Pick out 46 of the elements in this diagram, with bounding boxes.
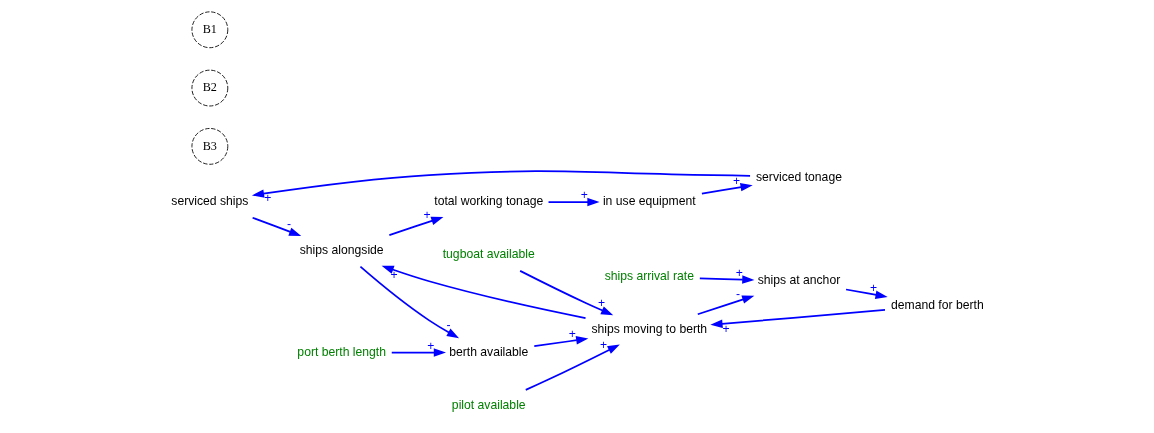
arrow (390, 348, 446, 357)
edge-label: + (722, 321, 730, 336)
node-text: serviced tonage (755, 169, 842, 184)
node-text: berth available (448, 344, 528, 359)
arrow (359, 265, 459, 339)
arrow (709, 309, 886, 329)
node-text: ships at anchor (757, 273, 840, 288)
node-text: tugboat available (442, 247, 535, 262)
arrow (524, 344, 620, 391)
arrow (518, 270, 613, 316)
node-text: ships arrival rate (604, 269, 694, 284)
label: B2 (202, 80, 217, 95)
arrow (696, 295, 754, 316)
edge-label: + (568, 327, 576, 342)
edge-label: + (389, 268, 398, 283)
edge-label: + (426, 338, 434, 353)
node-text: ships alongside (299, 243, 384, 257)
arrow (700, 182, 753, 195)
edge-label: + (599, 338, 607, 353)
arrow (251, 170, 751, 198)
edge-label: + (597, 295, 605, 310)
edge-label: + (423, 208, 431, 223)
arrow (698, 275, 754, 284)
edge-label: - (286, 217, 291, 232)
node-text: port berth length (296, 344, 386, 359)
edge-label: + (869, 280, 877, 295)
edge-label: - (446, 317, 451, 332)
node-text: in use equipment (602, 194, 696, 209)
arrow (547, 197, 600, 207)
node-text: pilot available (451, 397, 526, 412)
label: B1 (202, 21, 217, 36)
arrow (532, 336, 588, 348)
edge-label: + (735, 265, 743, 280)
node-text: serviced ships (170, 194, 248, 209)
edge-label: + (732, 174, 740, 189)
node-text: demand for berth (890, 297, 984, 312)
arrow (381, 265, 586, 319)
arrow (251, 216, 301, 236)
node-text: ships moving to berth (590, 322, 707, 337)
arrow (387, 216, 443, 236)
edge-label: + (263, 191, 271, 206)
arrow (844, 288, 888, 299)
edge-label: - (735, 287, 740, 302)
label: B3 (202, 138, 217, 153)
node-text: total working tonage (433, 194, 543, 209)
edge-label: + (580, 188, 588, 203)
